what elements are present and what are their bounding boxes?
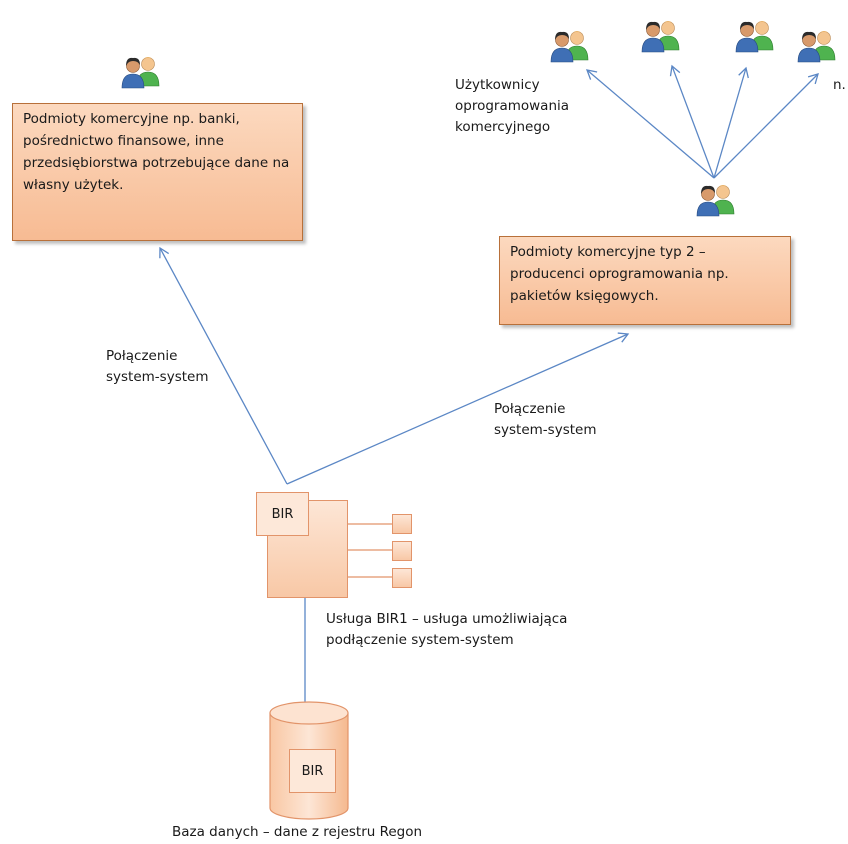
- bir-port-3: [392, 568, 412, 588]
- software-users-label: Użytkownicy oprogramowania komercyjnego: [455, 77, 570, 135]
- software-producers-box: Podmioty komercyjne typ 2 – producenci o…: [499, 236, 791, 325]
- users-icon: [641, 20, 680, 53]
- database-bir-tag-text: BIR: [301, 764, 324, 779]
- line-bir-to-commercial-2: [286, 332, 630, 485]
- users-icon: [696, 184, 735, 217]
- connection-lines: [159, 64, 819, 703]
- users-icon: [121, 56, 160, 89]
- bir-service-tag: BIR: [256, 492, 309, 536]
- users-cut-label: n.: [833, 77, 846, 93]
- users-icon: [550, 30, 589, 63]
- connection-label-right: Połączenie system-system: [494, 401, 597, 438]
- bir-service-tag-text: BIR: [271, 507, 294, 522]
- users-icon: [797, 30, 836, 63]
- bir-service-connectors: [348, 523, 392, 578]
- users-icon: [735, 20, 774, 53]
- line-producer-to-users-1: [585, 69, 715, 179]
- software-producers-text: Podmioty komercyjne typ 2 – producenci o…: [510, 244, 729, 304]
- line-producer-to-users-4: [713, 73, 819, 179]
- line-producer-to-users-3: [713, 66, 749, 179]
- database-label: Baza danych – dane z rejestru Regon: [172, 824, 423, 840]
- bir-port-1: [392, 514, 412, 534]
- database-bir-tag: BIR: [289, 749, 336, 793]
- line-producer-to-users-2: [669, 64, 715, 179]
- commercial-entities-text: Podmioty komercyjne np. banki, pośrednic…: [23, 111, 290, 193]
- line-bir-to-commercial-1: [159, 246, 288, 485]
- commercial-entities-box: Podmioty komercyjne np. banki, pośrednic…: [12, 103, 303, 241]
- bir-port-2: [392, 541, 412, 561]
- connection-label-left: Połączenie system-system: [106, 348, 209, 385]
- bir-service-label: Usługa BIR1 – usługa umożliwiająca podłą…: [326, 611, 568, 648]
